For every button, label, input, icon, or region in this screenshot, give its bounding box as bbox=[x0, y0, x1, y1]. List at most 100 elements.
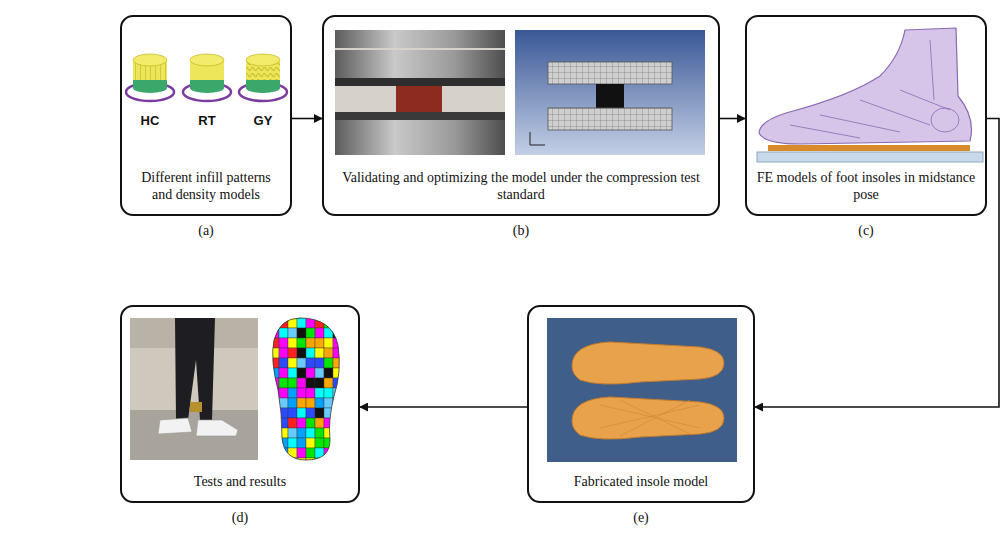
pressure-cell bbox=[297, 388, 306, 398]
process-box: Fabricated insole model(e) bbox=[527, 305, 755, 503]
pressure-cell bbox=[279, 458, 288, 468]
pressure-cell bbox=[288, 408, 297, 418]
pressure-cell bbox=[279, 388, 288, 398]
pressure-cell bbox=[342, 408, 351, 418]
pressure-cell bbox=[288, 388, 297, 398]
pressure-cell bbox=[306, 328, 315, 338]
insole-photo bbox=[547, 318, 737, 462]
trouser-legs bbox=[175, 318, 215, 420]
panel-letter: (a) bbox=[122, 223, 290, 239]
pressure-cell bbox=[297, 418, 306, 428]
pressure-cell bbox=[306, 448, 315, 458]
pressure-cell bbox=[342, 318, 351, 328]
pressure-cell bbox=[324, 368, 333, 378]
pressure-cell bbox=[315, 328, 324, 338]
pressure-cell bbox=[306, 348, 315, 358]
pressure-cell bbox=[270, 318, 279, 328]
pressure-cell bbox=[297, 448, 306, 458]
process-box: Different infill patterns and density mo… bbox=[120, 15, 292, 216]
pressure-cell bbox=[279, 378, 288, 388]
step-caption: Tests and results bbox=[130, 474, 350, 491]
pressure-cell bbox=[297, 368, 306, 378]
pressure-cell bbox=[270, 408, 279, 418]
pressure-cell bbox=[333, 448, 342, 458]
pressure-cell bbox=[279, 358, 288, 368]
pressure-cell bbox=[315, 458, 324, 468]
pressure-cell bbox=[306, 338, 315, 348]
pressure-cell bbox=[324, 388, 333, 398]
foot-model bbox=[757, 28, 983, 162]
pressure-map bbox=[270, 318, 351, 468]
pressure-cell bbox=[315, 418, 324, 428]
heel-bone bbox=[931, 108, 959, 132]
fe-compression-model bbox=[515, 30, 705, 155]
pressure-cell bbox=[288, 418, 297, 428]
insole-top bbox=[572, 342, 724, 384]
lower-mesh-plate bbox=[548, 108, 672, 130]
pressure-cell bbox=[306, 418, 315, 428]
pressure-cell bbox=[342, 378, 351, 388]
pressure-cell bbox=[306, 428, 315, 438]
step-caption: Different infill patterns and density mo… bbox=[130, 170, 282, 204]
pressure-cell bbox=[315, 398, 324, 408]
fe-background bbox=[515, 30, 705, 155]
cylinder-bottom bbox=[133, 83, 167, 93]
pressure-cell bbox=[342, 388, 351, 398]
pressure-cell bbox=[297, 398, 306, 408]
bone-lines bbox=[790, 40, 950, 138]
lower-platen bbox=[335, 120, 505, 155]
pressure-cell bbox=[315, 388, 324, 398]
pressure-cell bbox=[315, 438, 324, 448]
pressure-cell bbox=[315, 358, 324, 368]
test-specimen bbox=[396, 86, 442, 112]
process-box: FE models of foot insoles in midstance p… bbox=[745, 15, 987, 216]
pressure-cell bbox=[342, 418, 351, 428]
pressure-cell bbox=[342, 458, 351, 468]
pressure-cell bbox=[324, 408, 333, 418]
pressure-cell bbox=[342, 448, 351, 458]
pressure-cell bbox=[333, 368, 342, 378]
shoe bbox=[158, 418, 192, 434]
step-caption: FE models of foot insoles in midstance p… bbox=[755, 170, 977, 204]
cylinder-bottom bbox=[190, 83, 224, 93]
pressure-cell bbox=[324, 318, 333, 328]
pressure-cell bbox=[306, 378, 315, 388]
step-caption: Fabricated insole model bbox=[537, 474, 745, 491]
pressure-cell bbox=[342, 358, 351, 368]
pressure-cell bbox=[315, 378, 324, 388]
pressure-cell bbox=[306, 358, 315, 368]
photo-background bbox=[130, 318, 258, 460]
photo-background bbox=[335, 30, 505, 155]
denim-background bbox=[547, 318, 737, 462]
pressure-cell bbox=[342, 368, 351, 378]
footprint-outline bbox=[273, 318, 340, 460]
pressure-cell bbox=[342, 428, 351, 438]
pressure-cell bbox=[270, 438, 279, 448]
pressure-cell bbox=[288, 448, 297, 458]
pressure-cell bbox=[288, 378, 297, 388]
shoe bbox=[196, 420, 238, 436]
cylinder-top bbox=[190, 54, 224, 66]
cylinder-top bbox=[133, 54, 167, 66]
pressure-cell bbox=[270, 448, 279, 458]
sensor-unit bbox=[190, 402, 202, 412]
flow-arrow bbox=[292, 118, 322, 120]
pressure-cell bbox=[297, 358, 306, 368]
pattern-label: GY bbox=[254, 113, 273, 128]
pressure-cell bbox=[315, 408, 324, 418]
pressure-cell bbox=[288, 358, 297, 368]
pressure-cell bbox=[333, 428, 342, 438]
pressure-cell bbox=[342, 398, 351, 408]
pressure-cell bbox=[306, 438, 315, 448]
process-box: Validating and optimizing the model unde… bbox=[322, 15, 720, 216]
pressure-cell bbox=[297, 328, 306, 338]
pressure-cell bbox=[324, 358, 333, 368]
pressure-cell bbox=[279, 348, 288, 358]
pressure-cell bbox=[297, 348, 306, 358]
pressure-cell bbox=[333, 398, 342, 408]
upper-mesh-plate bbox=[548, 62, 672, 84]
pattern-label: HC bbox=[141, 113, 160, 128]
